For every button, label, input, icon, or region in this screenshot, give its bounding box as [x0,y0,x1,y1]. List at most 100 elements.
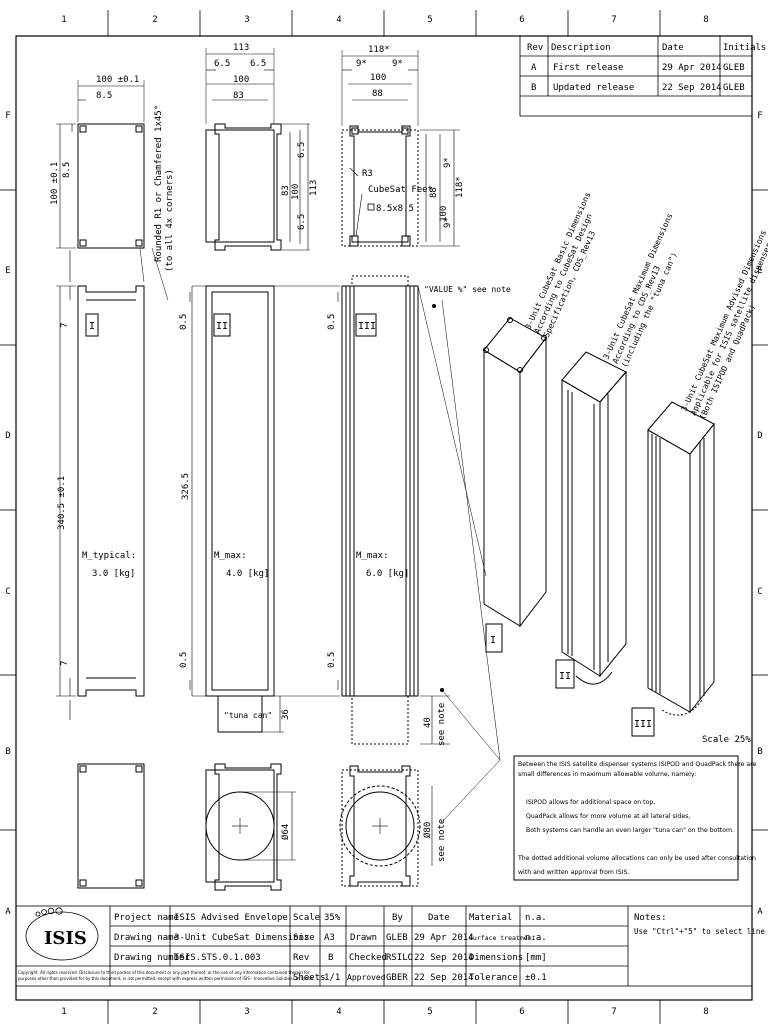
tb-number-value: ISIS.STS.0.1.003 [174,953,261,963]
row-label-A-right: A [757,907,763,917]
tb-date-label: Date [428,913,450,923]
dim-side-05b: 0.5 [179,652,189,668]
dim-dia64: Ø64 [280,824,291,840]
rev-row-b-rev: B [531,83,536,93]
row-label-A: A [5,907,11,917]
dim-top3-9b: 9* [392,59,403,69]
tb-project-value: ISIS Advised Envelope [174,913,288,923]
see-note-bottom: see note [437,819,447,862]
note-line-9: with and written approval from ISIS. [518,869,629,876]
view-label-box-3 [355,313,377,337]
top-view-1 [56,80,145,249]
col-label-4: 4 [336,15,341,25]
tb-notes-label: Notes: [634,913,667,923]
iso-label-2: II [559,671,571,682]
col-label-1: 1 [61,15,66,25]
row-label-C: C [5,587,10,597]
col-label-1-bottom: 1 [61,1007,66,1017]
tb-checked-label: Checked [349,953,387,963]
dim-top3-100: 100 [370,73,386,83]
column-markers [0,10,768,1024]
tb-tolerance-value: ±0.1 [525,973,547,983]
row-label-B: B [5,747,10,757]
iso-label-box-3 [631,707,655,737]
tb-rev-value: B [328,953,333,963]
rev-row-a-desc: First release [553,63,623,73]
revision-table [519,35,753,117]
note-line-1: Between the ISIS satellite dispenser sys… [518,761,757,768]
mass-value-2: 4.0 [kg] [226,569,269,579]
isis-logo-text: ISIS [44,928,87,949]
dim-top1-height: 100 ±0.1 [50,162,60,205]
tb-drawn-date: 29 Apr 2014 [414,933,474,943]
iso-label-3: III [634,719,652,730]
col-label-2: 2 [152,15,157,25]
view-label-box-2 [213,313,231,337]
view-label-3: III [358,321,376,332]
side-view-1 [56,247,169,720]
col-label-3: 3 [244,15,249,25]
tb-checked-date: 22 Sep 2014 [414,953,474,963]
tb-scale-value: 35% [324,913,341,923]
tb-drawing-value: 3-Unit CubeSat Dimensions [174,933,309,943]
mass-label-3: M_max: [356,551,389,561]
dim-side-7a: 7 [60,323,70,328]
tb-material-value: n.a. [525,913,547,923]
tb-approved-date: 22 Sep 2014 [414,973,474,983]
tb-copyright-1: Copyright. All rights reserved. Disclosu… [18,970,310,975]
rev-header-initials: Initials [723,43,766,53]
dim-tuna-40: 40 [423,717,433,728]
row-label-E-right: E [757,266,762,276]
rev-row-b-init: GLEB [723,83,745,93]
bottom-view-2 [205,763,296,891]
row-label-D-right: D [757,431,762,441]
tb-size-value: A3 [324,933,335,943]
dim-top2-83: 83 [233,91,244,101]
row-label-F-right: F [757,111,762,121]
row-label-E: E [5,266,10,276]
dim-top2-65a: 6.5 [214,59,230,69]
tb-copyright-2: purposes other than provided for by this… [18,976,314,981]
tb-approved-label: Approved [347,973,386,982]
iso-cubesat-1 [483,317,547,628]
side-view-2 [189,285,340,733]
iso-cubesat-3 [647,401,715,716]
iso-cubesat-2 [561,351,627,685]
dim-side-326: 326.5 [181,473,191,500]
col-label-4-bottom: 4 [336,1007,341,1017]
tb-material-label: Material [469,913,512,923]
dim-top1-width: 100 ±0.1 [96,75,139,85]
dim-top2-100: 100 [233,75,249,85]
side-view-3 [337,275,501,823]
dim-dia80: Ø80 [422,822,433,838]
rev-header-description: Description [551,43,611,53]
view-label-2: II [216,321,228,332]
dim-top3-88: 88 [372,89,383,99]
note-line-4: ISIPOD allows for additional space on to… [526,799,655,806]
dim-side-7b: 7 [60,661,70,666]
note-box [513,755,739,881]
dim-top2-r113: 113 [309,180,319,196]
tb-rev-label: Rev [293,953,309,963]
row-label-C-right: C [757,587,762,597]
col-label-8-bottom: 8 [703,1007,708,1017]
dim-top3-width: 118* [368,45,390,55]
dim-top1-hin: 8.5 [62,162,72,178]
rev-row-b-date: 22 Sep 2014 [662,83,722,93]
mass-value-1: 3.0 [kg] [92,569,135,579]
dim-top2-65b: 6.5 [250,59,266,69]
dim-top3-r9a: 9* [443,157,453,168]
top-view-2 [205,48,310,251]
tb-notes-value: Use "Ctrl"+"5" to select line view [634,927,768,936]
rev-row-a-date: 29 Apr 2014 [662,63,722,73]
dim-top2-r100: 100 [291,184,301,200]
tuna-can-label: "tuna can" [224,711,272,720]
iso-label-box-1 [485,623,503,653]
dim-top3-9a: 9* [356,59,367,69]
col-label-8: 8 [703,15,708,25]
dim-top3-r100: 100 [439,206,449,222]
iso-label-1: I [490,635,496,646]
row-label-D: D [5,431,10,441]
col-label-6: 6 [519,15,524,25]
